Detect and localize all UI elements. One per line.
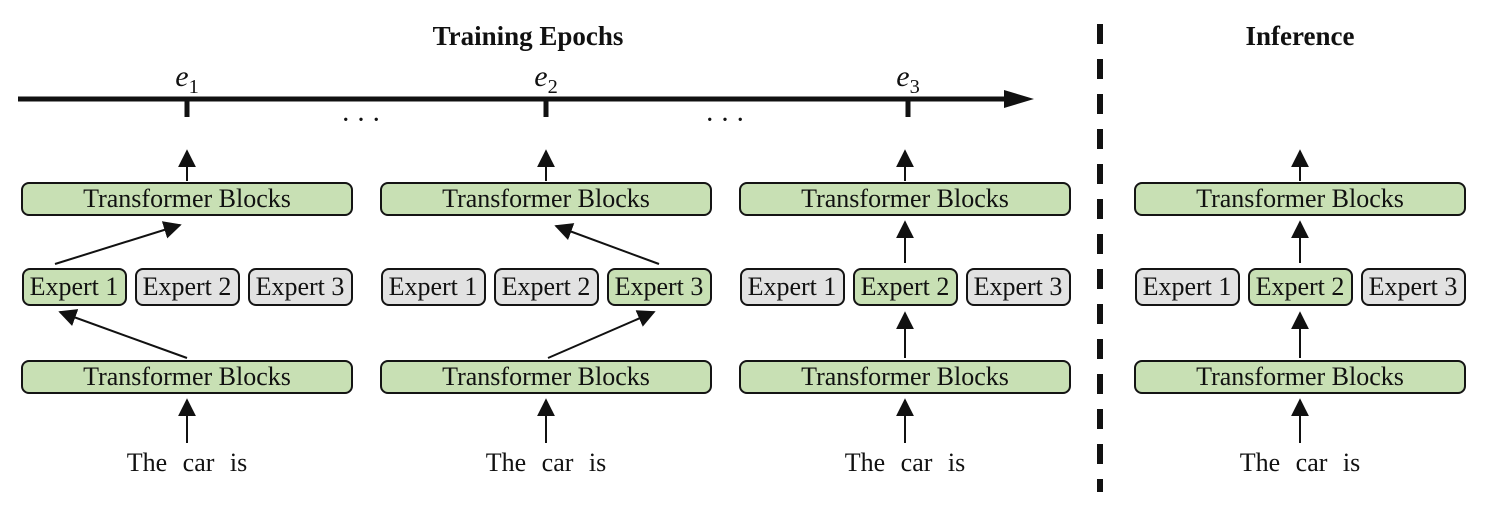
epoch-e2-base: e <box>534 60 548 93</box>
input-tokens-text: The car is <box>844 448 966 477</box>
expert-2-box: Expert 2 <box>1247 268 1353 306</box>
expert-1-box: Expert 1 <box>21 268 127 306</box>
expert-2-box: Expert 2 <box>493 268 599 306</box>
expert-2-box: Expert 2 <box>852 268 958 306</box>
arrow-transformer-to-expert3-col2 <box>547 310 656 359</box>
column-training-epoch-3: Transformer Blocks Expert 1 Expert 2 Exp… <box>739 0 1071 507</box>
transformer-blocks-bottom: Transformer Blocks <box>739 360 1071 394</box>
epoch-label-e1: e1 <box>175 60 199 97</box>
expert-1-box: Expert 1 <box>1134 268 1240 306</box>
arrow-expert1-to-transformer-col1 <box>54 221 182 265</box>
experts-row: Expert 1 Expert 2 Expert 3 <box>739 268 1071 306</box>
inference-title: Inference <box>1245 21 1355 51</box>
expert-3-box: Expert 3 <box>606 268 712 306</box>
transformer-blocks-bottom: Transformer Blocks <box>1134 360 1466 394</box>
transformer-blocks-top: Transformer Blocks <box>380 182 712 216</box>
expert-3-box: Expert 3 <box>965 268 1071 306</box>
input-tokens-text: The car is <box>1239 448 1361 477</box>
expert-1-box: Expert 1 <box>380 268 486 306</box>
epoch-e2-subscript: 2 <box>547 76 558 98</box>
timeline-ellipsis-left: ... <box>343 102 389 126</box>
experts-row: Expert 1 Expert 2 Expert 3 <box>1134 268 1466 306</box>
arrow-expert3-to-transformer-col2 <box>554 223 660 265</box>
column-training-epoch-1: Transformer Blocks Expert 1 Expert 2 Exp… <box>21 0 353 507</box>
expert-1-box: Expert 1 <box>739 268 845 306</box>
training-epochs-title: Training Epochs <box>432 21 624 51</box>
transformer-blocks-bottom: Transformer Blocks <box>21 360 353 394</box>
transformer-blocks-top: Transformer Blocks <box>739 182 1071 216</box>
input-tokens-text: The car is <box>485 448 607 477</box>
input-tokens-text: The car is <box>126 448 248 477</box>
timeline-arrowhead-icon <box>1004 90 1034 108</box>
epoch-e3-subscript: 3 <box>909 76 920 98</box>
experts-row: Expert 1 Expert 2 Expert 3 <box>380 268 712 306</box>
epoch-e3-base: e <box>896 60 910 93</box>
transformer-blocks-top: Transformer Blocks <box>21 182 353 216</box>
expert-2-box: Expert 2 <box>134 268 240 306</box>
epoch-e1-base: e <box>175 60 189 93</box>
epoch-label-e3: e3 <box>896 60 920 97</box>
epoch-e1-subscript: 1 <box>188 76 199 98</box>
timeline-ellipsis-right: ... <box>707 102 753 126</box>
expert-3-box: Expert 3 <box>247 268 353 306</box>
column-inference: Transformer Blocks Expert 1 Expert 2 Exp… <box>1134 0 1466 507</box>
column-training-epoch-2: Transformer Blocks Expert 1 Expert 2 Exp… <box>380 0 712 507</box>
expert-3-box: Expert 3 <box>1360 268 1466 306</box>
transformer-blocks-bottom: Transformer Blocks <box>380 360 712 394</box>
experts-row: Expert 1 Expert 2 Expert 3 <box>21 268 353 306</box>
epoch-label-e2: e2 <box>534 60 558 97</box>
transformer-blocks-top: Transformer Blocks <box>1134 182 1466 216</box>
arrow-transformer-to-expert1-col1 <box>58 309 188 359</box>
